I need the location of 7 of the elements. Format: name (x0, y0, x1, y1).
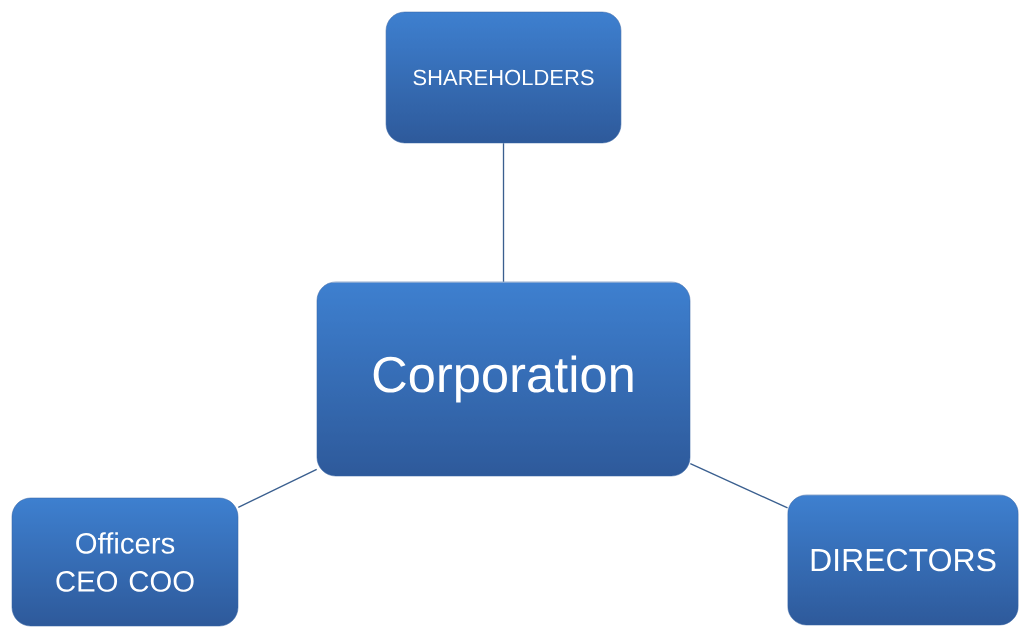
connector-line (689, 462, 789, 509)
connector-line (502, 142, 505, 283)
process-box: DIRECTORS (787, 494, 1019, 626)
connector-line (237, 468, 318, 509)
process-box: Corporation (316, 281, 691, 477)
process-box: Officers CEO COO (11, 497, 239, 627)
process-box: SHAREHOLDERS (385, 11, 622, 144)
